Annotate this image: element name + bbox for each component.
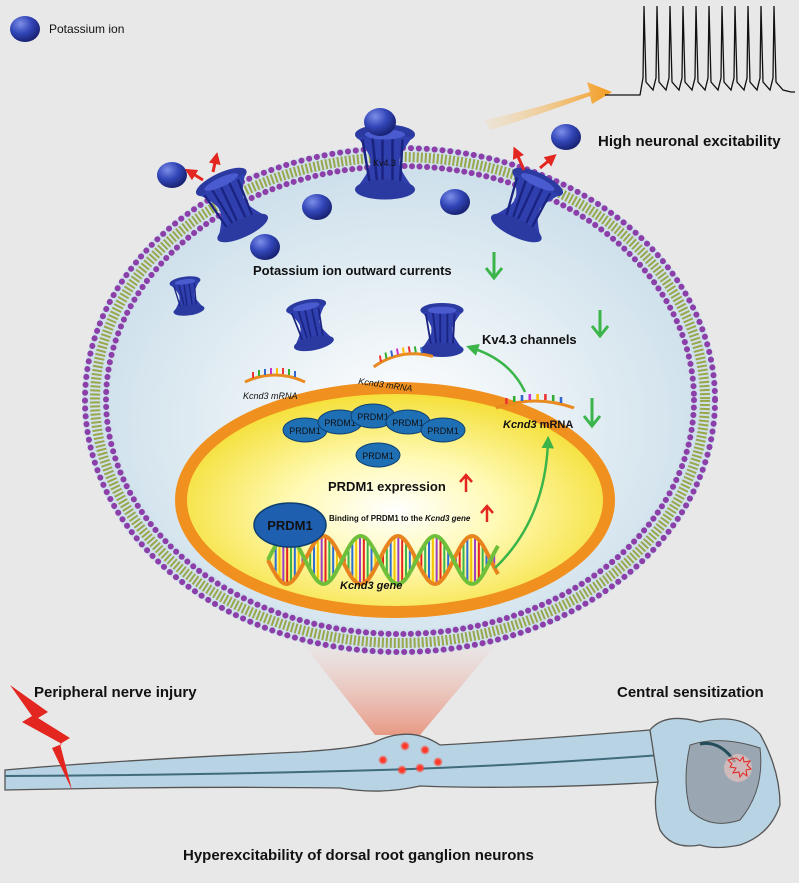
outward-currents-label: Potassium ion outward currents: [253, 263, 452, 278]
prdm1-bound-protein: PRDM1: [253, 502, 327, 548]
up-arrow-expression: [459, 473, 473, 492]
nerve-pathway: [4, 717, 781, 849]
svg-text:Kv4.3: Kv4.3: [373, 158, 396, 168]
central-sensitization-label: Central sensitization: [617, 684, 764, 701]
central-sensitization-burst: [724, 754, 753, 782]
magnification-cone: [300, 640, 500, 735]
action-potential-trace: [605, 5, 795, 96]
kcnd3-gene-label: Kcnd3 gene: [340, 580, 402, 592]
binding-label: Binding of PRDM1 to the Kcnd3 gene: [329, 514, 471, 523]
kv43-channels-label: Kv4.3 channels: [482, 332, 577, 347]
nerve-fiber: [4, 729, 661, 792]
efflux-arrows: [184, 146, 557, 182]
down-arrow-channels: [590, 310, 610, 339]
potassium-ions: [10, 16, 581, 260]
translation-arrow: [466, 343, 527, 393]
prdm1-proteins: PRDM1 PRDM1 PRDM1 PRDM1 PRDM1 PRDM1: [282, 403, 466, 468]
svg-text:PRDM1: PRDM1: [324, 418, 356, 428]
kv43-channel-top: Kv4.3: [353, 123, 417, 201]
high-excitability-label: High neuronal excitability: [598, 133, 781, 150]
up-arrow-binding: [480, 504, 494, 522]
lipid-heads-outer: [82, 145, 718, 655]
potassium-ion-legend-label: Potassium ion: [49, 22, 124, 36]
down-arrow-currents: [484, 252, 504, 281]
transcription-arrow: [494, 435, 555, 569]
potassium-ion-legend-icon: [10, 16, 40, 42]
bottom-caption: Hyperexcitability of dorsal root ganglio…: [183, 847, 534, 864]
svg-text:PRDM1: PRDM1: [357, 412, 389, 422]
down-arrow-mrna: [582, 398, 602, 429]
svg-text:PRDM1: PRDM1: [427, 426, 459, 436]
kcnd3-mrna-left-label: Kcnd3 mRNA: [243, 391, 298, 401]
up-arrows: [459, 473, 494, 522]
dna-strand-2: [266, 533, 500, 587]
lipid-tails: [90, 152, 710, 648]
excitability-arrow: [485, 82, 612, 130]
ganglion-red-dots: [378, 741, 443, 775]
dna-strand-1: [266, 533, 500, 587]
svg-text:PRDM1: PRDM1: [362, 451, 394, 461]
peripheral-injury-label: Peripheral nerve injury: [34, 684, 197, 701]
svg-text:PRDM1: PRDM1: [392, 418, 424, 428]
down-arrows: [484, 252, 610, 429]
prdm1-expression-label: PRDM1 expression: [328, 479, 446, 494]
kcnd3-mrna-right-label: Kcnd3 mRNA: [503, 419, 573, 431]
svg-text:PRDM1: PRDM1: [289, 426, 321, 436]
svg-text:PRDM1: PRDM1: [267, 518, 313, 533]
injury-lightning-icon: [10, 685, 72, 790]
